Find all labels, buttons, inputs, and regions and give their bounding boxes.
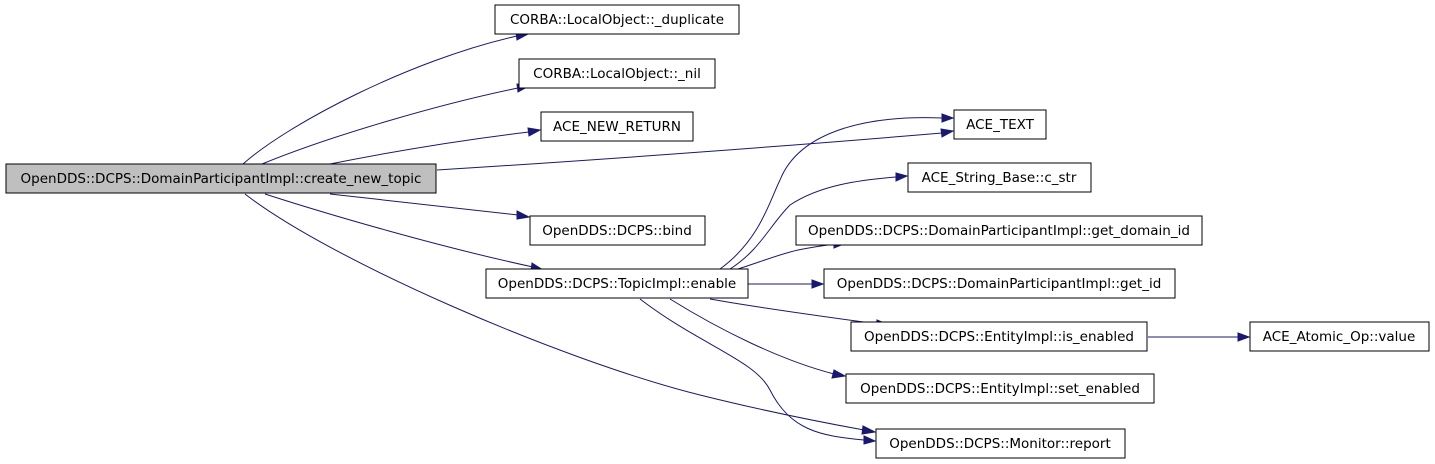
- edge-enable-seten: [669, 298, 835, 375]
- edge-root-acetext: [436, 132, 943, 171]
- edge-arrow: [941, 113, 955, 123]
- node-label: ACE_Atomic_Op::value: [1263, 329, 1416, 345]
- edge-arrow: [831, 369, 847, 379]
- edge-arrow: [516, 210, 531, 220]
- node-label: OpenDDS::DCPS::DomainParticipantImpl::ge…: [837, 276, 1162, 292]
- node-label: OpenDDS::DCPS::EntityImpl::is_enabled: [864, 329, 1134, 345]
- edge-arrow: [863, 435, 877, 445]
- node-label: CORBA::LocalObject::_duplicate: [510, 12, 724, 28]
- edge-arrow: [1237, 332, 1251, 342]
- node-dcps-bind[interactable]: OpenDDS::DCPS::bind: [529, 215, 706, 246]
- node-ace-new-return[interactable]: ACE_NEW_RETURN: [540, 111, 694, 142]
- edge-arrow: [527, 127, 542, 137]
- edge-arrow: [895, 172, 909, 182]
- edge-arrow: [940, 128, 955, 138]
- edge-enable-report: [639, 298, 865, 441]
- node-get-id[interactable]: OpenDDS::DCPS::DomainParticipantImpl::ge…: [823, 268, 1176, 299]
- node-label: CORBA::LocalObject::_nil: [533, 66, 701, 82]
- edges: [242, 31, 1251, 445]
- node-label: OpenDDS::DCPS::Monitor::report: [889, 436, 1111, 452]
- node-label: ACE_String_Base::c_str: [922, 170, 1077, 186]
- edge-root-enable: [264, 193, 534, 268]
- node-topicimpl-enable[interactable]: OpenDDS::DCPS::TopicImpl::enable: [485, 268, 749, 299]
- node-atomic-op-value[interactable]: ACE_Atomic_Op::value: [1249, 321, 1430, 352]
- edge-enable-getdom: [737, 243, 836, 270]
- edge-root-duplicate: [242, 35, 518, 165]
- edge-arrow: [811, 279, 825, 289]
- edge-root-bind: [329, 193, 519, 216]
- node-label: OpenDDS::DCPS::DomainParticipantImpl::cr…: [21, 171, 422, 187]
- edge-root-newreturn: [329, 131, 530, 165]
- node-label: ACE_NEW_RETURN: [553, 119, 681, 135]
- node-label: ACE_TEXT: [966, 117, 1034, 133]
- node-create-new-topic[interactable]: OpenDDS::DCPS::DomainParticipantImpl::cr…: [5, 163, 437, 194]
- node-get-domain-id[interactable]: OpenDDS::DCPS::DomainParticipantImpl::ge…: [795, 215, 1203, 246]
- node-entityimpl-is-enabled[interactable]: OpenDDS::DCPS::EntityImpl::is_enabled: [850, 321, 1148, 352]
- node-ace-text[interactable]: ACE_TEXT: [953, 109, 1047, 140]
- node-label: OpenDDS::DCPS::TopicImpl::enable: [498, 276, 736, 292]
- nodes: OpenDDS::DCPS::DomainParticipantImpl::cr…: [5, 4, 1430, 459]
- node-label: OpenDDS::DCPS::bind: [542, 223, 692, 239]
- node-label: OpenDDS::DCPS::DomainParticipantImpl::ge…: [808, 223, 1190, 239]
- node-localobject-nil[interactable]: CORBA::LocalObject::_nil: [518, 58, 716, 89]
- edge-enable-cstr: [729, 176, 897, 270]
- node-monitor-report[interactable]: OpenDDS::DCPS::Monitor::report: [875, 428, 1126, 459]
- node-entityimpl-set-enabled[interactable]: OpenDDS::DCPS::EntityImpl::set_enabled: [845, 373, 1155, 404]
- edge-arrow: [861, 425, 877, 435]
- node-localobject-duplicate[interactable]: CORBA::LocalObject::_duplicate: [494, 4, 740, 35]
- edge-enable-acetext: [719, 117, 943, 270]
- node-ace-string-base-c-str[interactable]: ACE_String_Base::c_str: [907, 162, 1092, 193]
- edge-root-nil: [261, 87, 519, 165]
- edge-root-report: [244, 193, 865, 431]
- edge-enable-isen: [709, 298, 879, 325]
- node-label: OpenDDS::DCPS::EntityImpl::set_enabled: [860, 381, 1140, 397]
